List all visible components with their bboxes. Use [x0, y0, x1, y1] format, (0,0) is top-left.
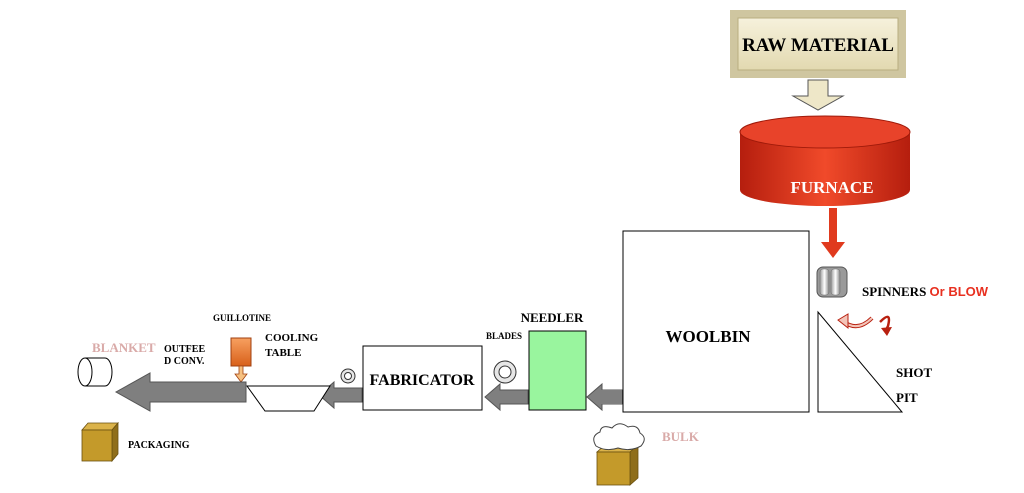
raw-material-label: RAW MATERIAL	[742, 35, 894, 56]
table-label: TABLE	[265, 347, 301, 359]
woolbin-label: WOOLBIN	[665, 327, 751, 346]
guillotine	[230, 337, 252, 367]
blades-label: BLADES	[486, 331, 522, 341]
outfeed-conveyor-arrow	[114, 372, 247, 412]
raw-material-arrow	[791, 79, 845, 111]
outfeed-label-line2: D CONV.	[164, 356, 205, 367]
cooling-table	[246, 385, 331, 412]
packaging-box-icon	[81, 421, 119, 463]
spinners-icon	[816, 266, 848, 298]
shot-label: SHOT	[896, 365, 932, 380]
furnace: FURNACE	[739, 115, 911, 206]
fabricator	[362, 345, 483, 411]
cooling-label: COOLING	[265, 332, 319, 344]
packaging-label: PACKAGING	[128, 440, 190, 451]
woolbin	[622, 230, 810, 413]
outfeed-label-line1: OUTFEE	[164, 344, 205, 355]
bulk-label: BULK	[662, 429, 700, 444]
raw-material-box: RAW MATERIAL	[730, 10, 906, 78]
fabricator-roller-icon	[340, 368, 356, 384]
blanket-label: BLANKET	[92, 340, 156, 355]
wool-fluff	[593, 423, 645, 451]
guillotine-label: GUILLOTINE	[213, 313, 271, 323]
blanket-roll-icon	[77, 357, 113, 387]
arrow-needler-to-fabricator	[484, 382, 529, 412]
pit-label: PIT	[896, 390, 918, 405]
furnace-label: FURNACE	[790, 178, 873, 197]
needler-label: NEEDLER	[521, 310, 584, 325]
needler	[528, 330, 587, 411]
blades-roller-icon	[493, 360, 517, 384]
guillotine-arrow	[234, 365, 248, 383]
furnace-outflow-arrow	[821, 208, 845, 258]
shot-pit	[817, 310, 904, 413]
spinners-label: SPINNERS Or BLOW	[862, 284, 989, 299]
bulk-box-icon	[593, 423, 645, 486]
flow-curve-arrow	[837, 313, 874, 330]
arrow-fabricator-to-cooling	[318, 380, 363, 410]
or-blow-label: Or BLOW	[930, 284, 989, 299]
rotation-arrow-icon	[879, 315, 892, 336]
fabricator-label: FABRICATOR	[370, 372, 475, 389]
